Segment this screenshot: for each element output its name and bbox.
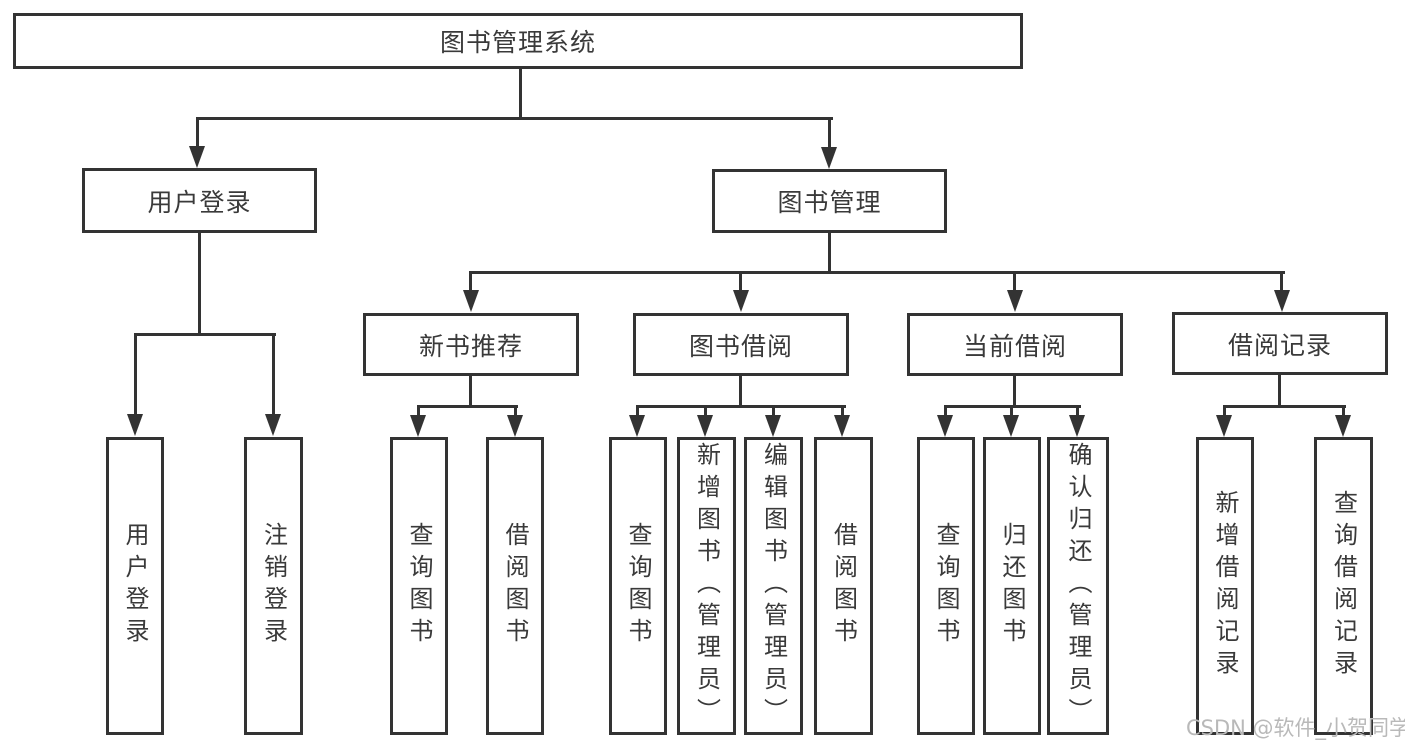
arrowhead-borrow-records [1274,290,1290,312]
connector-new-book-bar [417,405,518,408]
arrowhead-leaf [629,415,645,437]
connector-level3-drop [1280,271,1283,291]
node-label: 新书推荐 [418,331,523,361]
connector-leaf-drop [1223,405,1226,416]
node-label: 查询图书 [932,522,960,650]
connector-root-bar [196,117,833,120]
connector-book-mgmt-drop [828,117,831,148]
arrowhead-leaf [1003,415,1019,437]
arrowhead-current-borrow [1007,290,1023,312]
connector-leaf-drop [1010,405,1013,416]
connector-leaf-drop [944,405,947,416]
connector-new-book-stem [469,376,472,407]
node-library-system: 图书管理系统 [13,13,1023,69]
node-label: 新增图书（管理员） [692,442,721,730]
arrowhead-book-mgmt [821,147,837,169]
connector-level3-bar [469,271,1285,274]
connector-root-stem [519,69,522,118]
node-current-borrow: 当前借阅 [907,313,1123,376]
node-label: 查询图书 [405,522,433,650]
connector-leaf-drop [704,405,707,416]
connector-leaf-drop [417,405,420,416]
connector-book-mgmt-stem [828,233,831,274]
connector-level3-drop [739,271,742,291]
connector-leaf-drop [636,405,639,416]
arrowhead-leaf [1335,415,1351,437]
connector-leaf-drop [1342,405,1345,416]
leaf-borrow-books: 借阅图书 [814,437,873,735]
connector-leaf-drop [514,405,517,416]
node-label: 借阅图书 [501,522,529,650]
connector-leaf-drop [1076,405,1079,416]
connector-leaf-drop [272,333,275,415]
connector-borrow-records-stem [1278,375,1281,407]
connector-user-login-bar [134,333,276,336]
node-label: 确认归还（管理员） [1064,442,1092,730]
node-label: 用户登录 [121,522,149,650]
arrowhead-leaf [410,415,426,437]
connector-book-borrow-bar [636,405,846,408]
arrowhead-leaf [834,415,850,437]
node-borrow-records: 借阅记录 [1172,312,1388,375]
leaf-query-books-borrow: 查询图书 [609,437,667,735]
leaf-query-books-recommend: 查询图书 [390,437,448,735]
arrowhead-new-book [463,290,479,312]
arrowhead-leaf [127,414,143,436]
arrowhead-leaf [265,414,281,436]
arrowhead-leaf [937,415,953,437]
node-label: 用户登录 [147,187,252,217]
node-new-book-recommend: 新书推荐 [363,313,579,376]
node-label: 图书管理 [777,188,882,217]
arrowhead-leaf [1216,415,1232,437]
connector-level3-drop [469,271,472,291]
node-label: 编辑图书（管理员） [759,442,788,730]
arrowhead-leaf [697,415,713,437]
arrowhead-leaf [1069,415,1085,437]
leaf-add-books-admin: 新增图书（管理员） [677,437,736,735]
node-label: 查询借阅记录 [1329,490,1358,682]
connector-borrow-records-bar [1223,405,1346,408]
node-label: 注销登录 [259,522,288,650]
node-label: 新增借阅记录 [1211,490,1239,682]
connector-leaf-drop [841,405,844,416]
leaf-return-books: 归还图书 [983,437,1041,735]
leaf-query-borrow-record: 查询借阅记录 [1314,437,1373,735]
node-label: 图书借阅 [688,331,793,361]
connector-user-login-drop [196,117,199,148]
leaf-confirm-return-admin: 确认归还（管理员） [1047,437,1109,735]
leaf-add-borrow-record: 新增借阅记录 [1196,437,1254,735]
node-book-borrow: 图书借阅 [633,313,849,376]
node-label: 借阅记录 [1227,330,1332,360]
connector-level3-drop [1013,271,1016,291]
connector-user-login-stem [198,233,201,335]
arrowhead-book-borrow [733,290,749,312]
node-label: 查询图书 [624,522,652,650]
leaf-query-books-current: 查询图书 [917,437,975,735]
leaf-borrow-books-recommend: 借阅图书 [486,437,544,735]
node-label: 当前借阅 [962,331,1067,361]
leaf-edit-books-admin: 编辑图书（管理员） [744,437,803,735]
connector-leaf-drop [772,405,775,416]
arrowhead-leaf [507,415,523,437]
node-user-login: 用户登录 [82,168,317,233]
connector-book-borrow-stem [739,376,742,407]
leaf-logout: 注销登录 [244,437,303,735]
leaf-user-login: 用户登录 [106,437,164,735]
node-label: 归还图书 [998,522,1026,650]
node-label: 图书管理系统 [439,28,596,57]
csdn-watermark: CSDN @软件_小贺同学 [1186,716,1405,740]
node-book-management: 图书管理 [712,169,947,233]
connector-leaf-drop [134,333,137,415]
connector-current-borrow-stem [1013,376,1016,407]
arrowhead-user-login [189,146,205,168]
node-label: 借阅图书 [829,522,858,650]
arrowhead-leaf [765,415,781,437]
